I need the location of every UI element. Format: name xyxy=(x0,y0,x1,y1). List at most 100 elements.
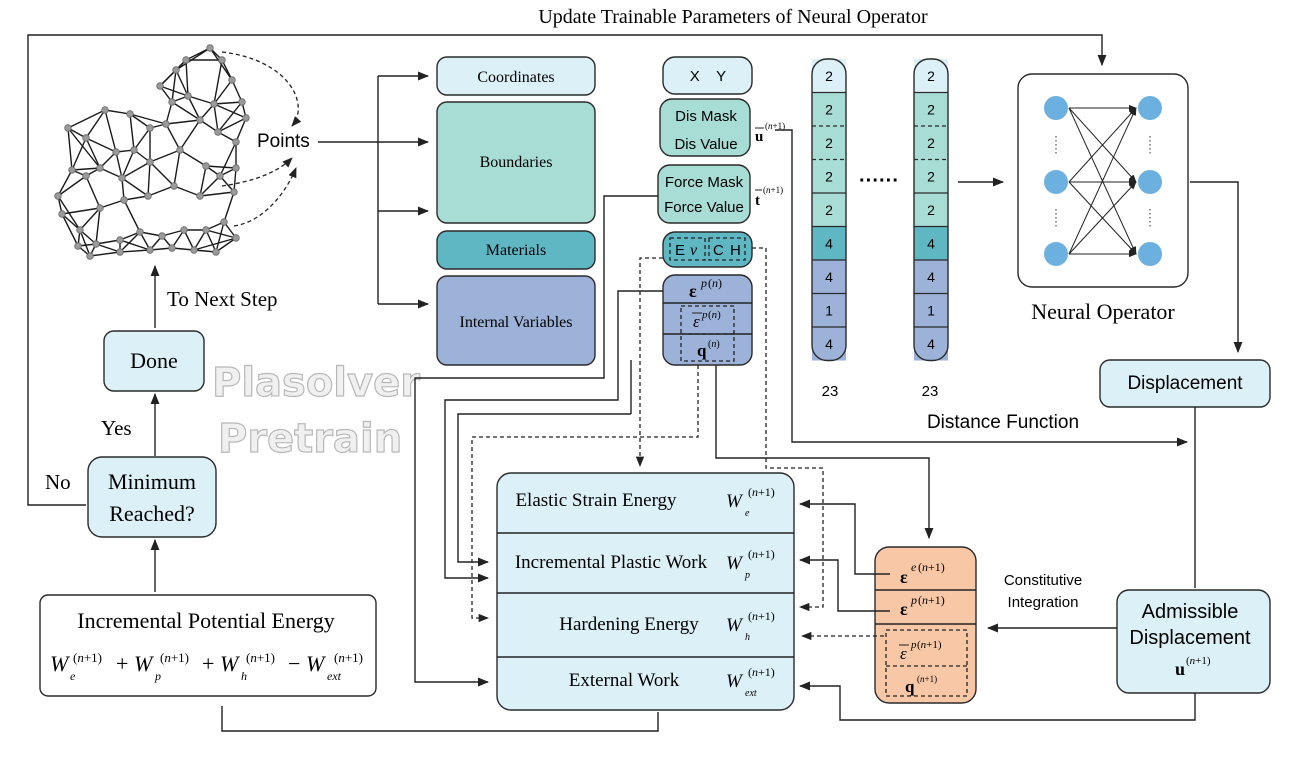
mesh-edge xyxy=(165,119,201,125)
yes-label: Yes xyxy=(101,416,132,440)
svg-text:(n+1): (n+1) xyxy=(765,121,785,131)
column-left-cell xyxy=(812,59,846,93)
column-left-value: 4 xyxy=(825,269,833,285)
mesh-edge xyxy=(129,113,151,129)
mesh-edge xyxy=(85,109,106,139)
svg-text:(n+1): (n+1) xyxy=(918,560,945,574)
mesh-point xyxy=(68,166,76,174)
column-right-size: 23 xyxy=(922,383,939,400)
displacement-label: Displacement xyxy=(1127,373,1243,394)
svg-text:ε: ε xyxy=(689,281,697,301)
column-left-cell xyxy=(812,126,846,160)
mesh-point xyxy=(218,56,226,64)
mesh-point xyxy=(96,164,104,172)
svg-text:p: p xyxy=(701,309,708,321)
nn-node xyxy=(1044,96,1068,120)
mesh-edge xyxy=(199,165,207,197)
mesh-point xyxy=(158,232,166,240)
u-bar-symbol: u (n+1) xyxy=(755,121,785,145)
distance-function-arrow xyxy=(775,129,1189,447)
svg-text:(n+1): (n+1) xyxy=(917,639,942,651)
to-next-step-label: To Next Step xyxy=(167,287,278,311)
internal-to-plastic-work-arrow xyxy=(457,413,631,567)
mesh-point xyxy=(86,252,94,260)
diagram-title: Update Trainable Parameters of Neural Op… xyxy=(538,6,928,28)
mesh-point xyxy=(216,172,224,180)
svg-text:(n+1): (n+1) xyxy=(763,185,783,195)
mesh-point xyxy=(74,242,82,250)
mesh-edge xyxy=(99,167,123,179)
no-label: No xyxy=(45,470,71,494)
mesh-edge xyxy=(205,165,237,169)
svg-text:h: h xyxy=(241,669,247,683)
mesh-edge xyxy=(67,109,106,129)
svg-text:−: − xyxy=(288,651,300,676)
points-dashed-arrow-3 xyxy=(233,167,297,227)
external-work-label: External Work xyxy=(569,670,680,691)
svg-text:p: p xyxy=(744,570,750,581)
columns-ellipsis: ······ xyxy=(859,170,899,192)
column-right-cell xyxy=(914,159,948,193)
boundaries-label: Boundaries xyxy=(480,154,553,171)
svg-text:ε: ε xyxy=(900,567,908,587)
eps-p-to-plastic-work-arrow xyxy=(444,290,663,583)
mesh-points-graph xyxy=(54,44,250,260)
elastic-strain-arrow xyxy=(798,499,890,575)
mesh-edge xyxy=(217,101,243,133)
mesh-point xyxy=(212,248,220,256)
mesh-edge xyxy=(215,221,225,253)
elastic-energy-label: Elastic Strain Energy xyxy=(515,490,677,511)
mat-c-label: C xyxy=(713,242,724,259)
mesh-edge xyxy=(61,213,79,247)
materials-to-hardening-dashed xyxy=(752,247,824,612)
svg-text:e: e xyxy=(745,508,750,519)
force-mask-label: Force Mask xyxy=(665,174,744,191)
mesh-edge xyxy=(119,239,151,251)
mesh-point xyxy=(136,228,144,236)
dis-mask-label: Dis Mask xyxy=(675,108,737,125)
mesh-edge xyxy=(121,149,135,179)
plastic-work-label: Incremental Plastic Work xyxy=(515,552,708,573)
mesh-edge xyxy=(173,149,181,187)
mesh-edge xyxy=(79,229,91,257)
mesh-edge xyxy=(183,229,195,251)
mesh-edge xyxy=(71,137,87,171)
mesh-point xyxy=(64,124,72,132)
column-right-value: 2 xyxy=(927,168,935,184)
mesh-point xyxy=(146,246,154,254)
mesh-edge xyxy=(187,95,215,105)
c-h-group xyxy=(708,237,746,261)
plastic-strain-arrow xyxy=(798,555,890,612)
mesh-edge xyxy=(89,251,121,257)
svg-text:W: W xyxy=(220,651,240,676)
mesh-point xyxy=(180,226,188,234)
t-bar-symbol: t (n+1) xyxy=(755,185,783,209)
nn-node xyxy=(1044,170,1068,194)
mesh-point xyxy=(182,56,190,64)
u-symbol: u (n+1) xyxy=(1175,655,1211,679)
mesh-edge xyxy=(235,117,247,143)
nn-connection xyxy=(1068,107,1137,183)
mesh-edge xyxy=(67,127,101,169)
svg-text:(n): (n) xyxy=(708,309,721,321)
column-left-value: 2 xyxy=(825,135,833,151)
mesh-point xyxy=(146,124,154,132)
energy-table xyxy=(496,472,795,711)
mesh-edge xyxy=(223,191,235,223)
mesh-point xyxy=(220,218,228,226)
column-right-cell xyxy=(914,226,948,260)
mesh-edge xyxy=(213,103,247,119)
force-box xyxy=(657,164,751,224)
column-right-cell xyxy=(914,293,948,327)
watermark-line2: Pretrain xyxy=(218,416,402,462)
mesh-point xyxy=(214,128,222,136)
mesh-point xyxy=(96,204,104,212)
mesh-point xyxy=(116,248,124,256)
column-left-outline xyxy=(811,58,847,362)
svg-text:(n+1): (n+1) xyxy=(748,665,775,679)
mesh-edge xyxy=(95,207,101,245)
column-right-value: 2 xyxy=(927,68,935,84)
nn-node xyxy=(1138,170,1162,194)
mesh-point xyxy=(202,162,210,170)
